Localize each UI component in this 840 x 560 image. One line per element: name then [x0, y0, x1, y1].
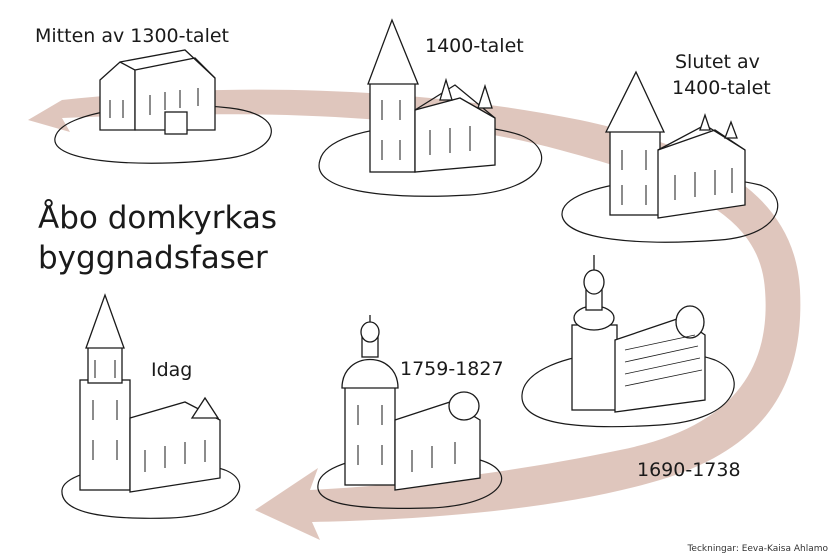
phase-label-3a: Slutet av [675, 51, 760, 73]
church-1300s-drawing [99, 49, 216, 135]
church-late-1400s-drawing [604, 70, 746, 219]
illustration-credit: Teckningar: Eeva-Kaisa Ahlamo [687, 544, 828, 554]
phase-label-2: 1400-talet [425, 35, 524, 57]
church-1400s-drawing [367, 18, 496, 173]
phase-label-5: 1759-1827 [400, 358, 504, 380]
phase-label-3b: 1400-talet [672, 77, 771, 99]
phase-label-6: Idag [151, 359, 193, 381]
church-1759-1827-drawing [341, 315, 481, 491]
diagram-title: Åbo domkyrkas byggnadsfaser [38, 198, 277, 278]
title-line-2: byggnadsfaser [38, 240, 268, 276]
church-today-drawing [79, 293, 221, 493]
phase-label-1: Mitten av 1300-talet [35, 25, 229, 47]
title-line-1: Åbo domkyrkas [38, 200, 278, 236]
phase-label-4: 1690-1738 [637, 459, 741, 481]
church-1690-1738-drawing [571, 255, 706, 413]
